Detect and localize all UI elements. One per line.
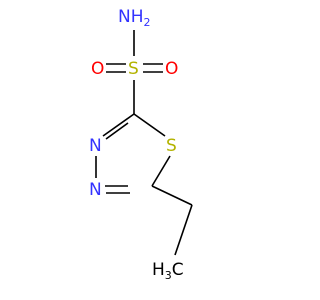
bonds xyxy=(95,30,193,256)
structure-canvas: NH2 S O O N N S H3C xyxy=(89,7,193,282)
oxygen-right-label: O xyxy=(165,59,178,79)
sulfonyl-sulfur-label: S xyxy=(128,59,139,79)
bond-c2-n3-b xyxy=(105,122,129,140)
ring-nitrogen-upper-label: N xyxy=(89,136,102,156)
bond-c2-n3-a xyxy=(102,113,135,137)
oxygen-left-label: O xyxy=(91,59,104,79)
amine-label: NH2 xyxy=(118,7,151,29)
bond-s1-c5 xyxy=(151,155,171,187)
ring-sulfur-label: S xyxy=(166,136,177,156)
atom-labels: NH2 S O O N N S H3C xyxy=(89,7,184,282)
bond-c2-s1 xyxy=(133,113,166,137)
methyl-label: H3C xyxy=(152,260,184,282)
bond-c5-ch2 xyxy=(151,185,193,206)
bond-ch2-ch3 xyxy=(174,204,193,256)
ring-nitrogen-lower-label: N xyxy=(89,180,102,200)
